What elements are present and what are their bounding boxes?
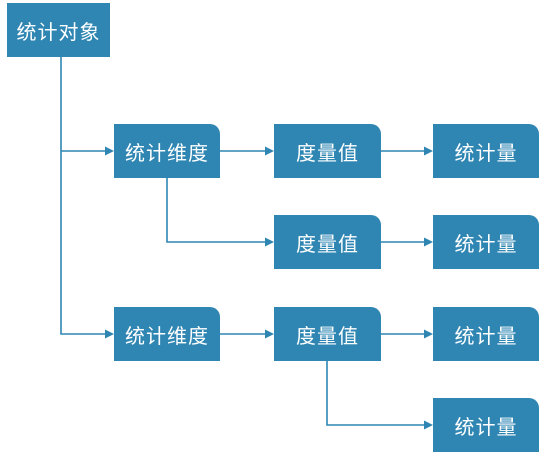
node-statistic-2: 统计量 xyxy=(433,215,539,269)
arrow-head xyxy=(105,329,114,339)
node-measure-3: 度量值 xyxy=(274,307,381,361)
arrow-head xyxy=(265,329,274,339)
node-label: 统计量 xyxy=(454,231,518,256)
node-label: 统计对象 xyxy=(16,19,101,44)
arrow-head xyxy=(265,237,274,247)
arrow-head xyxy=(265,146,274,156)
node-statistic-1: 统计量 xyxy=(433,124,539,178)
node-statistical-object: 统计对象 xyxy=(7,3,110,57)
arrow-head xyxy=(105,146,114,156)
node-label: 度量值 xyxy=(296,140,359,165)
node-label: 统计量 xyxy=(454,414,518,439)
node-dimension-2: 统计维度 xyxy=(114,307,220,361)
connector-measure-3-to-statistic-4 xyxy=(326,361,425,426)
arrow-head xyxy=(424,146,433,156)
arrow-head xyxy=(424,420,433,430)
node-label: 统计量 xyxy=(454,323,518,348)
node-statistic-4: 统计量 xyxy=(433,398,539,452)
arrow-head xyxy=(424,329,433,339)
node-label: 统计维度 xyxy=(125,323,209,348)
node-label: 度量值 xyxy=(296,231,359,256)
node-measure-2: 度量值 xyxy=(274,215,381,269)
node-label: 统计量 xyxy=(454,140,518,165)
arrow-head xyxy=(424,237,433,247)
connector-root-trunk xyxy=(60,57,106,335)
node-label: 统计维度 xyxy=(125,140,209,165)
connector-dimension-1-to-measure-2 xyxy=(166,178,266,243)
node-measure-1: 度量值 xyxy=(274,124,381,178)
node-dimension-1: 统计维度 xyxy=(114,124,220,178)
node-label: 度量值 xyxy=(296,323,359,348)
node-statistic-3: 统计量 xyxy=(433,307,539,361)
